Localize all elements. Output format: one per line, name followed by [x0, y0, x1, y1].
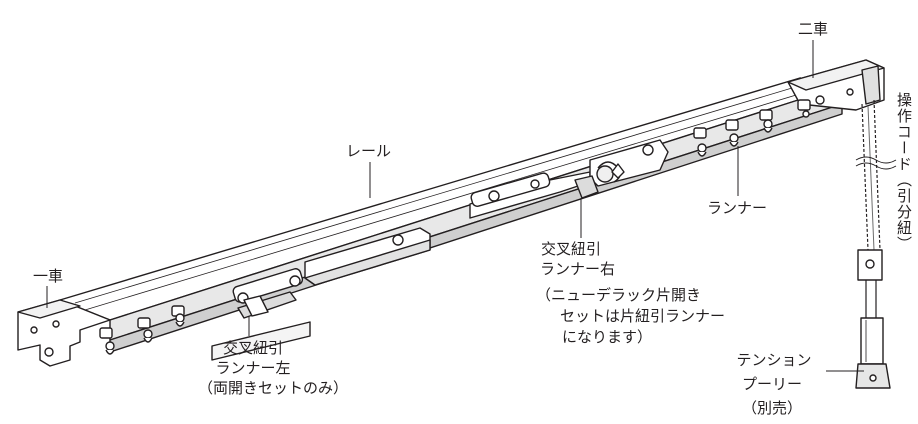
end-cap-right — [787, 59, 885, 111]
label-cross-left-1: 交叉紐引 — [222, 339, 283, 357]
label-tension-2: プーリー — [741, 375, 802, 393]
runners-left — [99, 305, 185, 355]
label-cross-right-3: （ニューデラック片開き — [536, 286, 702, 304]
label-cross-right-1: 交叉紐引 — [541, 240, 602, 258]
runners-right — [693, 99, 811, 157]
label-tension-3: （別売） — [741, 399, 802, 417]
label-nisha: 二車 — [798, 20, 829, 38]
operating-cord — [855, 99, 897, 318]
label-ichisha: 一車 — [33, 267, 64, 285]
leader-lines — [46, 40, 864, 372]
master-arm-right — [469, 139, 669, 219]
label-operating-cord: 操作コード（引分紐） — [895, 92, 913, 252]
label-cross-left-3: （両開きセットのみ） — [197, 379, 348, 397]
master-arm-left — [211, 227, 431, 361]
label-cross-right-4: セットは片紐引ランナー — [560, 307, 726, 325]
label-cross-right-5: になります） — [562, 328, 653, 346]
label-tension-1: テンション — [736, 351, 812, 369]
label-cross-left-2: ランナー左 — [215, 359, 291, 377]
label-rail: レール — [346, 142, 392, 160]
label-runner: ランナー — [707, 199, 768, 217]
tension-pulley — [855, 317, 891, 389]
end-cap-left — [17, 299, 111, 367]
label-cross-right-2: ランナー右 — [540, 260, 616, 278]
